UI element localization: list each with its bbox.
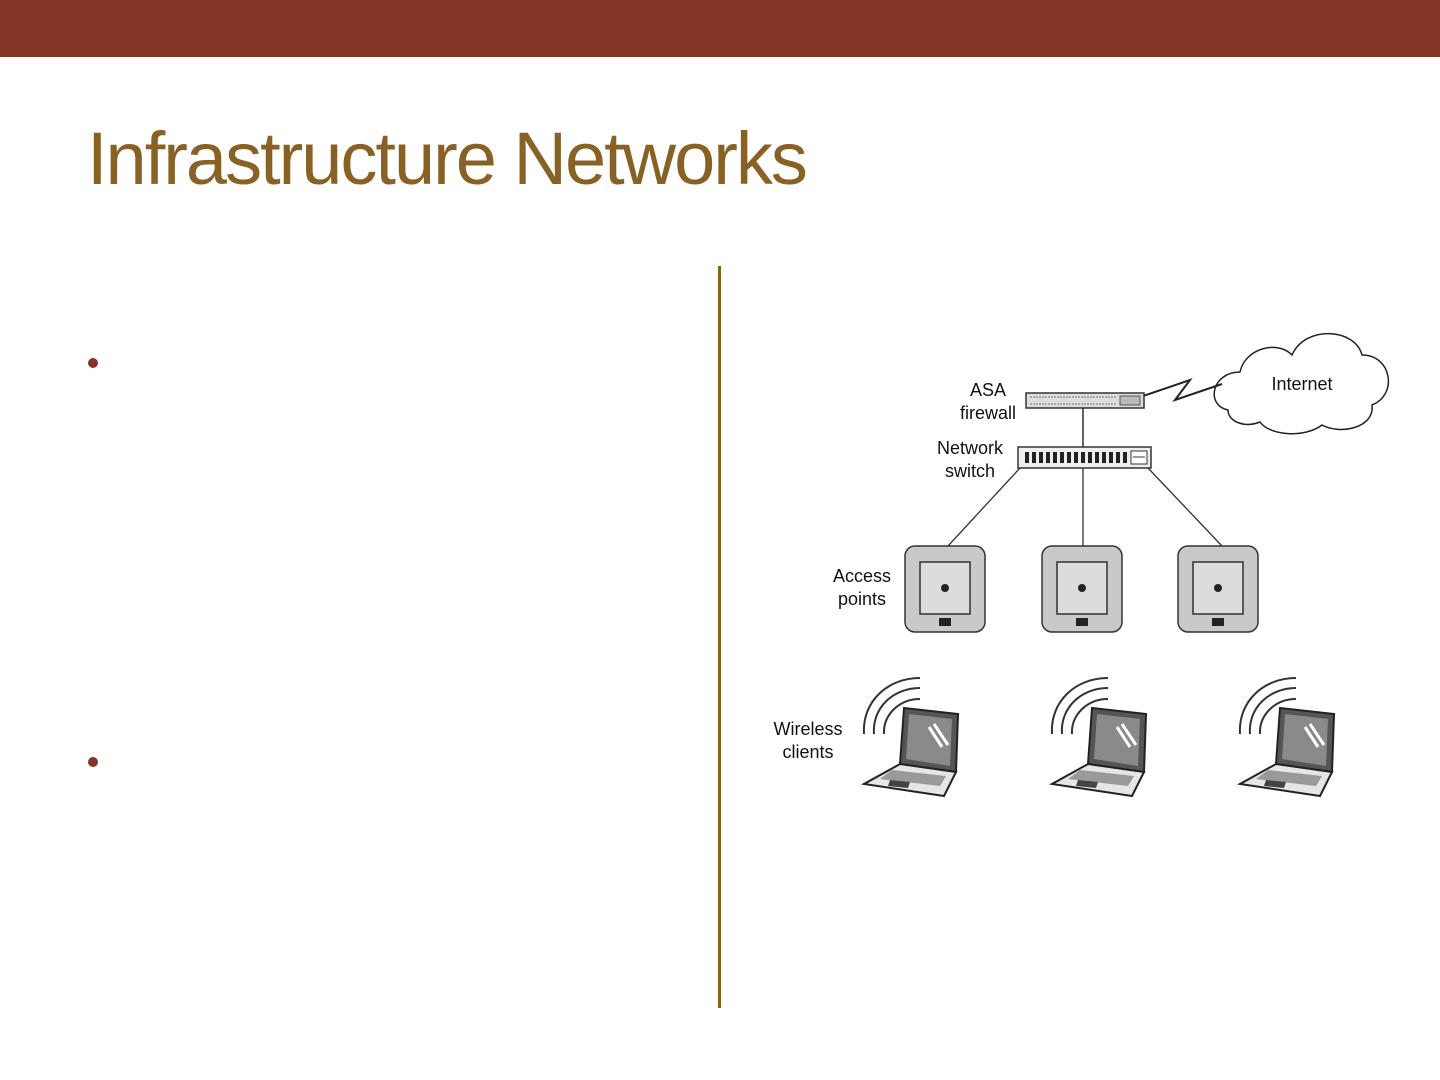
- access-point-icon: [1177, 545, 1259, 633]
- network-switch-icon: [1017, 446, 1152, 469]
- slide-title: Infrastructure Networks: [87, 117, 808, 200]
- clients-label-line1: Wireless: [773, 719, 842, 739]
- laptop-icon: [1048, 677, 1148, 798]
- top-bar: [0, 0, 1440, 57]
- firewall-icon: [1025, 392, 1145, 409]
- wan-link-icon: [1142, 378, 1223, 402]
- ap-label-line1: Access: [833, 566, 891, 586]
- clients-label-line2: clients: [782, 742, 833, 762]
- access-point-icon: [904, 545, 986, 633]
- ap-label-line2: points: [838, 589, 886, 609]
- laptop-icon: [860, 677, 960, 798]
- laptop-icon: [1236, 677, 1336, 798]
- internet-label: Internet: [1271, 374, 1332, 394]
- bullet-1: [88, 358, 98, 368]
- switch-label-line2: switch: [945, 461, 995, 481]
- access-point-icon: [1041, 545, 1123, 633]
- firewall-label-line1: ASA: [970, 380, 1006, 400]
- bullet-2: [88, 757, 98, 767]
- column-divider: [718, 266, 721, 1008]
- switch-label-line1: Network: [937, 438, 1004, 458]
- firewall-label-line2: firewall: [960, 403, 1016, 423]
- internet-cloud-icon: [1213, 332, 1390, 435]
